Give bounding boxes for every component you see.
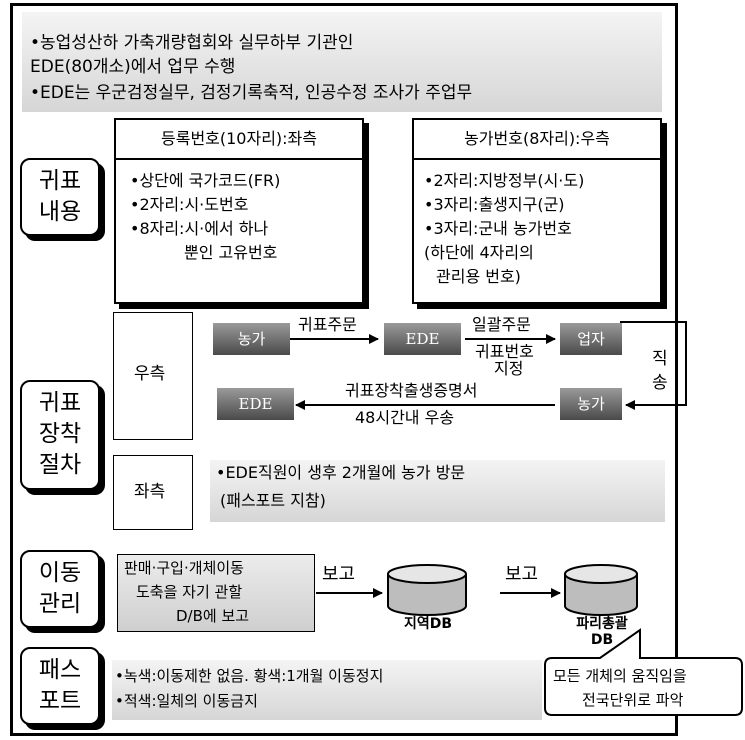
intro-line-1: •농업성산하 가축개량협회와 실무하부 기관인 [30,33,354,53]
intro-band [22,12,662,112]
paris-db-label-2: DB [590,632,614,648]
left-ear-line-2: (패스포트 지참) [220,491,326,510]
left-ear-label: 좌측 [134,482,166,502]
farm-number-box: 농가번호(8자리):우측 •2자리:지방정부(시·도) •3자리:출생지구(군)… [412,118,662,304]
regional-db-label: 지역DB [403,616,453,632]
category-tag-procedure-line2: 장착 [38,421,82,447]
left-ear-box: 좌측 [113,455,193,530]
edge-label-tag-number: 귀표번호 [475,342,534,361]
category-tag-procedure-line3: 절차 [38,452,82,478]
category-tag-procedure: 귀표 장착 절차 [20,380,100,490]
movement-source-box: 판매·구입·개체이동 도축을 자기 관할 D/B에 보고 [117,554,315,632]
category-movement: 이동 관리 [20,550,100,628]
edge-label-direct-1: 직 [652,349,668,369]
edge-label-certificate: 귀표장착출생증명서 [345,381,478,400]
edge-label-assign: 지정 [494,359,524,378]
source-line-2: 도축을 자기 관할 [136,583,243,601]
paris-db-icon [564,564,638,616]
edge-label-bulk-order: 일괄주문 [472,315,531,334]
registration-line-2: •2자리:시·도번호 [130,195,249,214]
category-passport: 패스 포트 [20,647,100,725]
farm-line-2: •3자리:출생지구(군) [424,195,565,214]
outer-frame [10,3,678,736]
category-passport-line1: 패스 [38,657,82,683]
intro-line-2: EDE(80개소)에서 업무 수행 [30,57,236,77]
passport-band [112,660,542,720]
passport-line-1: •녹색:이동제한 없음. 황색:1개월 이동정지 [115,667,384,685]
arrow-direct-ship [620,321,687,410]
farm-line-4: (하단에 4자리의 [424,243,534,262]
callout-bubble [544,628,743,716]
category-tag-procedure-line1: 귀표 [38,390,82,416]
report-label-1: 보고 [322,564,356,585]
intro-line-3: •EDE는 우군검정실무, 검정기록축적, 인공수정 조사가 주업무 [30,83,473,103]
node-farm-bottom: 농가 [560,388,622,420]
paris-db-label-1: 파리총괄 [576,616,628,632]
farm-number-header: 농가번호(8자리):우측 [414,120,660,160]
left-ear-band [210,460,665,522]
source-line-1: 판매·구입·개체이동 [124,559,244,577]
edge-label-48h: 48시간내 우송 [355,408,455,427]
farm-line-5: 관리용 번호) [436,267,521,286]
node-maker: 업자 [560,323,622,355]
registration-number-box: 등록번호(10자리):좌측 •상단에 국가코드(FR) •2자리:시·도번호 •… [114,118,364,304]
registration-number-header: 등록번호(10자리):좌측 [116,120,362,160]
registration-line-4: 뿐인 고유번호 [184,243,278,262]
category-movement-line1: 이동 [38,560,82,586]
report-label-2: 보고 [505,564,539,585]
edge-label-order-tag: 귀표주문 [298,315,357,334]
node-ede-bottom: EDE [217,388,294,420]
right-ear-label: 우측 [134,364,166,384]
node-ede-top: EDE [384,323,461,355]
passport-line-2: •적색:일체의 이동금지 [115,692,258,710]
callout-line-1: 모든 개체의 움직임을 [553,667,687,685]
category-tag-content: 귀표 내용 [20,158,100,236]
category-tag-content-line1: 귀표 [38,168,82,194]
farm-line-3: •3자리:군내 농가번호 [424,219,572,238]
right-ear-box: 우측 [113,312,193,440]
left-ear-line-1: •EDE직원이 생후 2개월에 농가 방문 [216,463,466,482]
callout-line-2: 전국단위로 파악 [582,691,684,709]
source-line-3: D/B에 보고 [176,607,250,625]
regional-db-icon [387,564,467,616]
edge-label-direct-2: 송 [652,373,668,393]
registration-line-1: •상단에 국가코드(FR) [130,171,281,190]
farm-line-1: •2자리:지방정부(시·도) [424,171,585,190]
node-farm-top: 농가 [213,323,290,355]
category-passport-line2: 포트 [38,688,82,714]
category-tag-content-line2: 내용 [38,199,82,225]
category-movement-line2: 관리 [38,591,82,617]
registration-line-3: •8자리:시·에서 하나 [130,219,269,238]
